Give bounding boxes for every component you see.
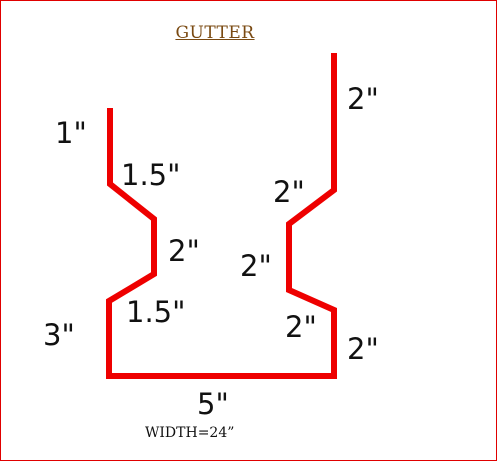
- dim-base: 5": [197, 387, 229, 421]
- dim-left-top: 1": [55, 116, 87, 150]
- dim-left-slant-lower: 1.5": [126, 295, 186, 329]
- dim-left-slant-upper: 1.5": [121, 158, 181, 192]
- gutter-profile-line: [106, 53, 337, 379]
- dim-right-bottom: 2": [347, 332, 379, 366]
- dim-right-top: 2": [347, 82, 379, 116]
- dim-right-middle: 2": [240, 249, 272, 283]
- dim-right-slant-lower: 2": [285, 310, 317, 344]
- dim-left-middle: 2": [168, 234, 200, 268]
- dim-left-bottom: 3": [43, 318, 75, 352]
- diagram-title: GUTTER: [175, 23, 255, 43]
- dim-right-slant-upper: 2": [273, 175, 305, 209]
- width-note: WIDTH=24”: [145, 425, 235, 441]
